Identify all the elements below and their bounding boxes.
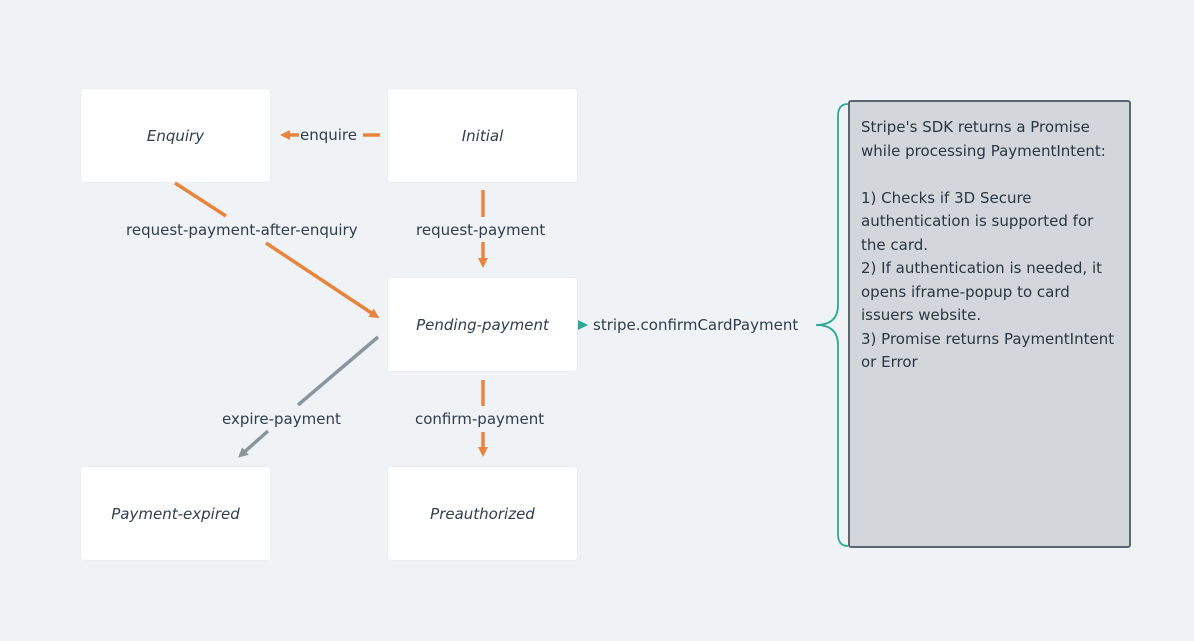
stripe-sdk-note: Stripe's SDK returns a Promise while pro… [848, 100, 1131, 548]
label-confirm-payment: confirm-payment [415, 409, 545, 429]
label-expire-payment: expire-payment [222, 409, 341, 429]
note-brace [815, 103, 849, 547]
state-payment-expired: Payment-expired [81, 467, 270, 560]
expire-payment-line-1 [296, 335, 380, 407]
state-initial: Initial [388, 89, 577, 182]
label-request-payment-after-enquiry: request-payment-after-enquiry [126, 220, 358, 240]
label-request-payment: request-payment [416, 220, 546, 240]
state-pending-payment: Pending-payment [388, 278, 577, 371]
state-enquiry: Enquiry [81, 89, 270, 182]
label-enquire: enquire [300, 125, 357, 145]
request-payment-after-enquiry-line-1 [174, 181, 227, 218]
request-payment-after-enquiry-line-2 [265, 241, 380, 319]
label-stripe-confirm-card-payment: stripe.confirmCardPayment [593, 315, 799, 335]
state-preauthorized: Preauthorized [388, 467, 577, 560]
expire-payment-line-2 [238, 429, 270, 458]
